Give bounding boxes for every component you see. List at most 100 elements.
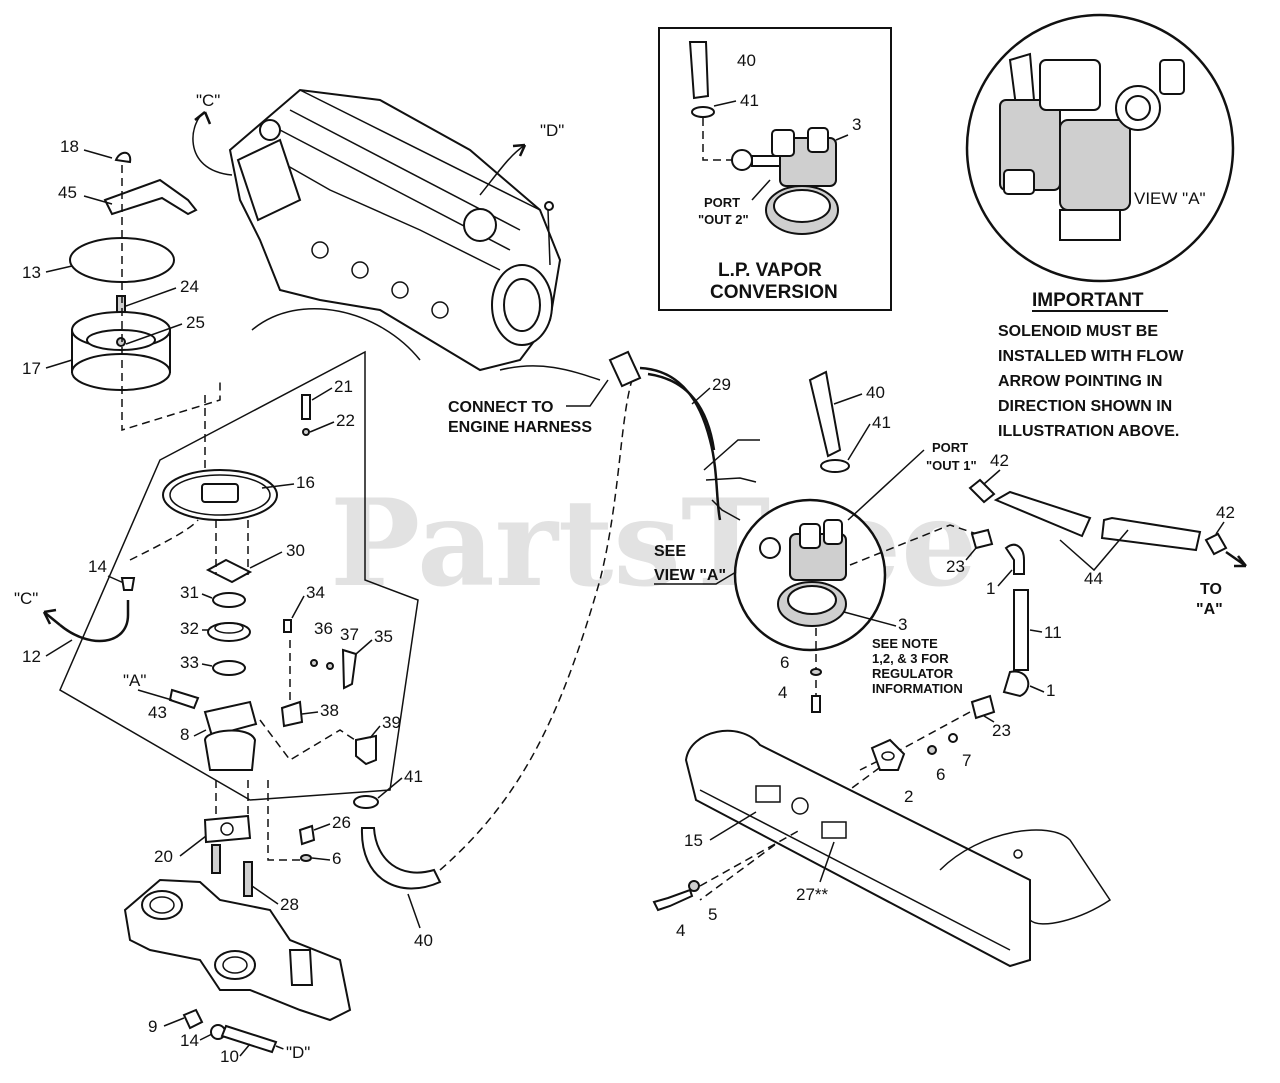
callout-12: 12 [22, 647, 41, 666]
see-view-line2: VIEW "A" [654, 567, 726, 584]
fitting-14 [120, 577, 136, 591]
view-a-label: VIEW "A" [1134, 189, 1206, 208]
clamp-42-left [968, 478, 996, 504]
callout-40: 40 [737, 51, 756, 70]
wire-harness-29 [608, 350, 760, 521]
callout-9: 9 [148, 1017, 157, 1036]
connect-note-line2: ENGINE HARNESS [448, 419, 592, 436]
hose-40-inset [688, 41, 710, 100]
callout-1-lower: 1 [1046, 681, 1055, 700]
clamp-42-right [1204, 532, 1228, 556]
callout-44: 44 [1084, 569, 1103, 588]
to-a-line1: TO [1200, 581, 1222, 598]
washer-6-frame [927, 745, 937, 755]
callout-6: 6 [332, 849, 341, 868]
callout-3: 3 [852, 115, 861, 134]
nipple-11 [1013, 589, 1029, 671]
solenoid-note-line3: ARROW POINTING IN [998, 373, 1162, 390]
port-out1-name: "OUT 1" [926, 458, 977, 473]
bolt-4-frame [652, 888, 694, 912]
callout-30: 30 [286, 541, 305, 560]
callout-20: 20 [154, 847, 173, 866]
view-ref-d-bottom: "D" [286, 1043, 310, 1062]
regulator-note-line4: INFORMATION [872, 681, 963, 696]
callout-42-left: 42 [990, 451, 1009, 470]
regulator-3 [759, 519, 847, 627]
callout-33: 33 [180, 653, 199, 672]
inset-title-line1: L.P. VAPOR [718, 260, 822, 281]
callout-2: 2 [904, 787, 913, 806]
callout-24: 24 [180, 277, 199, 296]
callout-6-center: 6 [780, 653, 789, 672]
callout-40-upper: 40 [866, 383, 885, 402]
engine-block [228, 88, 601, 381]
washer-5 [688, 880, 700, 892]
callout-10: 10 [220, 1047, 239, 1066]
callout-36: 36 [314, 619, 333, 638]
regulator-inset [731, 127, 839, 235]
hose-40-lower [360, 827, 442, 890]
callout-13: 13 [22, 263, 41, 282]
callout-4-frame: 4 [676, 921, 685, 940]
view-ref-c-left: "C" [14, 589, 38, 608]
port-out2-label: PORT [704, 195, 740, 210]
callout-17: 17 [22, 359, 41, 378]
port-out1-label: PORT [932, 440, 968, 455]
hose-44-b [1100, 516, 1202, 552]
callout-43: 43 [148, 703, 167, 722]
callout-34: 34 [306, 583, 325, 602]
see-view-line1: SEE [654, 543, 686, 560]
callout-32: 32 [180, 619, 199, 638]
solenoid-note-line4: DIRECTION SHOWN IN [998, 398, 1172, 415]
washer-6-carb [300, 854, 312, 862]
connect-note-line1: CONNECT TO [448, 399, 553, 416]
nut-7 [948, 733, 958, 743]
callout-7: 7 [962, 751, 971, 770]
view-ref-d-top: "D" [540, 121, 564, 140]
to-a-line2: "A" [1196, 601, 1223, 618]
callout-14: 14 [88, 557, 107, 576]
view-ref-c-top: "C" [196, 91, 220, 110]
elbow-1-lower [1002, 670, 1030, 698]
inset-title-line2: CONVERSION [710, 282, 838, 303]
callout-8: 8 [180, 725, 189, 744]
callout-29: 29 [712, 375, 731, 394]
adapter-2 [870, 738, 906, 771]
fitting-23-upper [970, 528, 994, 550]
callout-15: 15 [684, 831, 703, 850]
callout-21: 21 [334, 377, 353, 396]
hose-44-a [993, 490, 1092, 538]
nut-26 [298, 824, 316, 846]
callout-42-right: 42 [1216, 503, 1235, 522]
fitting-23-lower [970, 694, 996, 720]
elbow-1-upper [1004, 543, 1025, 575]
solenoid-note-line1: SOLENOID MUST BE [998, 323, 1158, 340]
callout-37: 37 [340, 625, 359, 644]
view-a-detail: VIEW "A" [965, 13, 1235, 283]
callout-31: 31 [180, 583, 199, 602]
carburetor-parts [162, 394, 377, 771]
callout-16: 16 [296, 473, 315, 492]
clamp-41-upper [820, 459, 850, 473]
regulator-note-line2: 1,2, & 3 FOR [872, 651, 949, 666]
callout-41-upper: 41 [872, 413, 891, 432]
frame-crossmember [684, 729, 1112, 968]
solenoid-note-line5: ILLUSTRATION ABOVE. [998, 423, 1179, 440]
view-ref-a-left: "A" [123, 671, 146, 690]
callout-25: 25 [186, 313, 205, 332]
callout-41: 41 [740, 91, 759, 110]
callout-38: 38 [320, 701, 339, 720]
callout-26: 26 [332, 813, 351, 832]
regulator-note-line3: REGULATOR [872, 666, 954, 681]
port-out2-name: "OUT 2" [698, 212, 749, 227]
hose-40-upper [808, 370, 842, 458]
callout-41: 41 [404, 767, 423, 786]
callout-45: 45 [58, 183, 77, 202]
manifold-fittings [182, 1008, 278, 1054]
fuel-line-12 [59, 600, 130, 643]
callout-23-upper: 23 [946, 557, 965, 576]
washer-6-center [810, 668, 822, 676]
clamp-41-lower [353, 795, 379, 809]
intake-manifold [123, 814, 352, 1022]
